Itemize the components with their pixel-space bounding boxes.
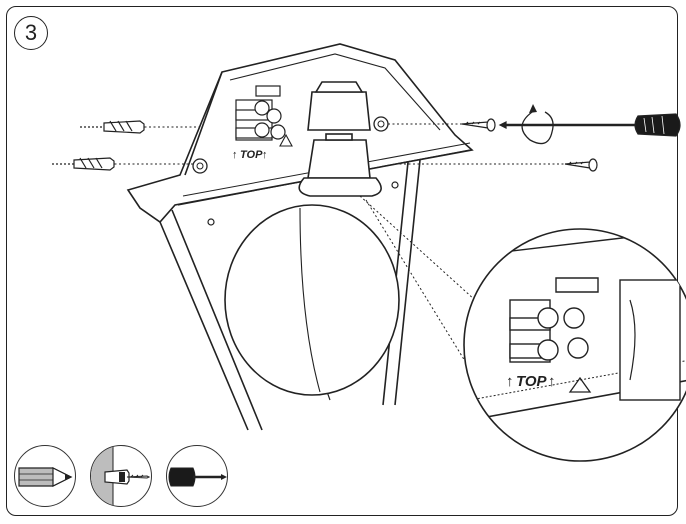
screwdriver-tool <box>166 445 228 507</box>
top-marking-zoom: TOP <box>516 373 548 390</box>
wall-plug-bottom <box>52 157 115 171</box>
screw-top <box>461 118 496 132</box>
screw-bottom <box>564 158 598 172</box>
wall-plug-top <box>80 120 145 134</box>
svg-text:↑: ↑ <box>232 149 238 161</box>
pencil-icon <box>18 467 73 487</box>
recycle-symbol <box>279 133 293 147</box>
svg-text:↑: ↑ <box>506 373 514 390</box>
step-number: 3 <box>14 16 48 50</box>
terminal-block <box>235 85 286 141</box>
frame-hole-left <box>207 218 215 226</box>
svg-text:↑: ↑ <box>548 373 556 390</box>
top-marking: TOP <box>240 149 263 161</box>
mount-hole-left <box>192 158 208 174</box>
lamp-socket <box>298 81 382 197</box>
mount-hole-right <box>373 116 389 132</box>
svg-text:↑: ↑ <box>262 149 268 161</box>
screwdriver-icon <box>168 467 227 487</box>
wall-plug-tool <box>90 445 152 507</box>
zoom-detail: ↑ TOP ↑ <box>463 228 686 462</box>
glass-globe <box>224 204 400 396</box>
wall-plug-screw-icon <box>91 446 151 506</box>
screwdriver <box>498 113 681 137</box>
pencil-tool <box>14 445 76 507</box>
frame-hole-right <box>391 181 399 189</box>
rotation-arrow-icon <box>521 109 554 145</box>
